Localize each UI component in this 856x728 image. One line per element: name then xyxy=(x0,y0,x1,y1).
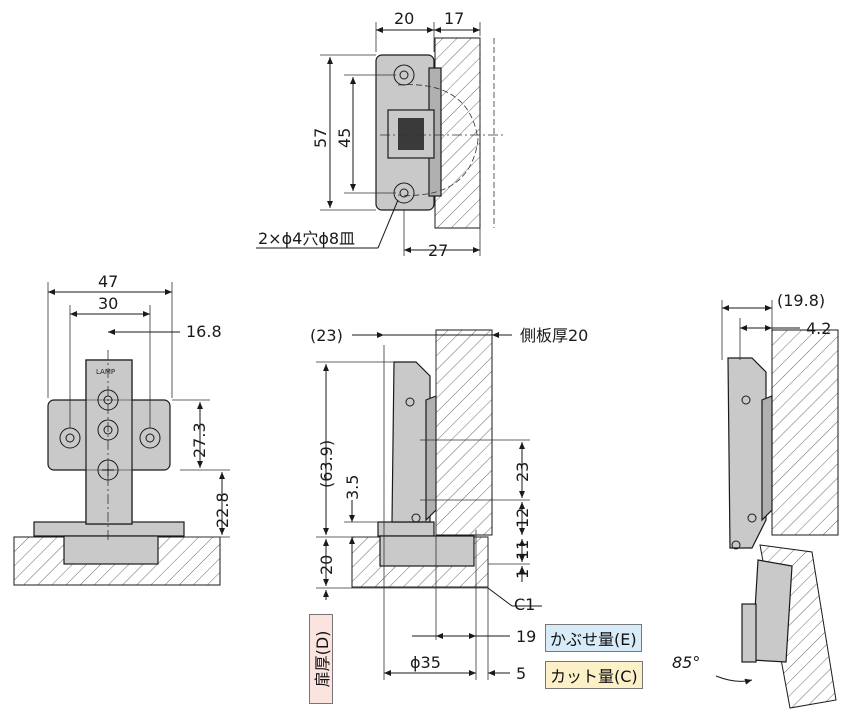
dim-3-5: 3.5 xyxy=(343,475,362,500)
cut-amount-label: カット量(C) xyxy=(545,661,643,689)
dim-20-door: 20 xyxy=(317,555,336,575)
dim-1: 1 xyxy=(513,569,532,579)
dim-20-top: 20 xyxy=(394,9,414,28)
front-view: LAMP 47 30 16.8 27.3 22.8 xyxy=(13,272,232,586)
dim-30: 30 xyxy=(98,294,118,313)
door-thickness-text: 扉厚(D) xyxy=(313,630,332,688)
dim-11: 11 xyxy=(513,540,532,560)
dim-17-top: 17 xyxy=(444,9,464,28)
dim-27: 27 xyxy=(428,241,448,260)
side-panel-section xyxy=(435,329,493,536)
dim-12: 12 xyxy=(513,508,532,528)
side-panel-open-hatch xyxy=(771,329,839,536)
dim-57: 57 xyxy=(311,128,330,148)
dim-19-8: (19.8) xyxy=(777,291,825,310)
side-panel-hatch xyxy=(434,37,481,229)
dim-4-2: 4.2 xyxy=(806,319,831,338)
overlay-amount-label: かぶせ量(E) xyxy=(545,624,642,652)
dim-23-paren: (23) xyxy=(310,326,343,345)
dim-16-8: 16.8 xyxy=(186,322,222,341)
dim-63-9: (63.9) xyxy=(317,440,336,488)
dim-5: 5 xyxy=(516,664,526,683)
svg-text:LAMP: LAMP xyxy=(96,368,115,376)
dim-45: 45 xyxy=(335,128,354,148)
hinge-body-open xyxy=(727,357,767,549)
side-panel-thickness: 側板厚20 xyxy=(520,326,588,345)
dim-22-8: 22.8 xyxy=(213,492,232,528)
dim-phi35: ϕ35 xyxy=(410,653,441,672)
dim-19: 19 xyxy=(516,627,536,646)
hole-note: 2×ϕ4穴ϕ8皿 xyxy=(258,229,355,248)
hinge-cup-open xyxy=(751,559,793,663)
dim-47: 47 xyxy=(98,272,118,291)
side-view: (23) 側板厚20 (63.9) 3.5 23 12 11 1 20 C1 1… xyxy=(310,326,588,683)
top-view: 20 17 57 45 27 2×ϕ4穴ϕ8皿 xyxy=(256,9,505,260)
open-view: (19.8) 4.2 85° xyxy=(672,291,839,709)
dim-27-3: 27.3 xyxy=(190,422,209,458)
chamfer-c1: C1 xyxy=(514,595,535,614)
door-thickness-label: 扉厚(D) xyxy=(309,614,333,704)
dim-23-vertical: 23 xyxy=(513,462,532,482)
hinge-body-closed xyxy=(391,361,431,523)
angle-85: 85° xyxy=(672,653,700,672)
